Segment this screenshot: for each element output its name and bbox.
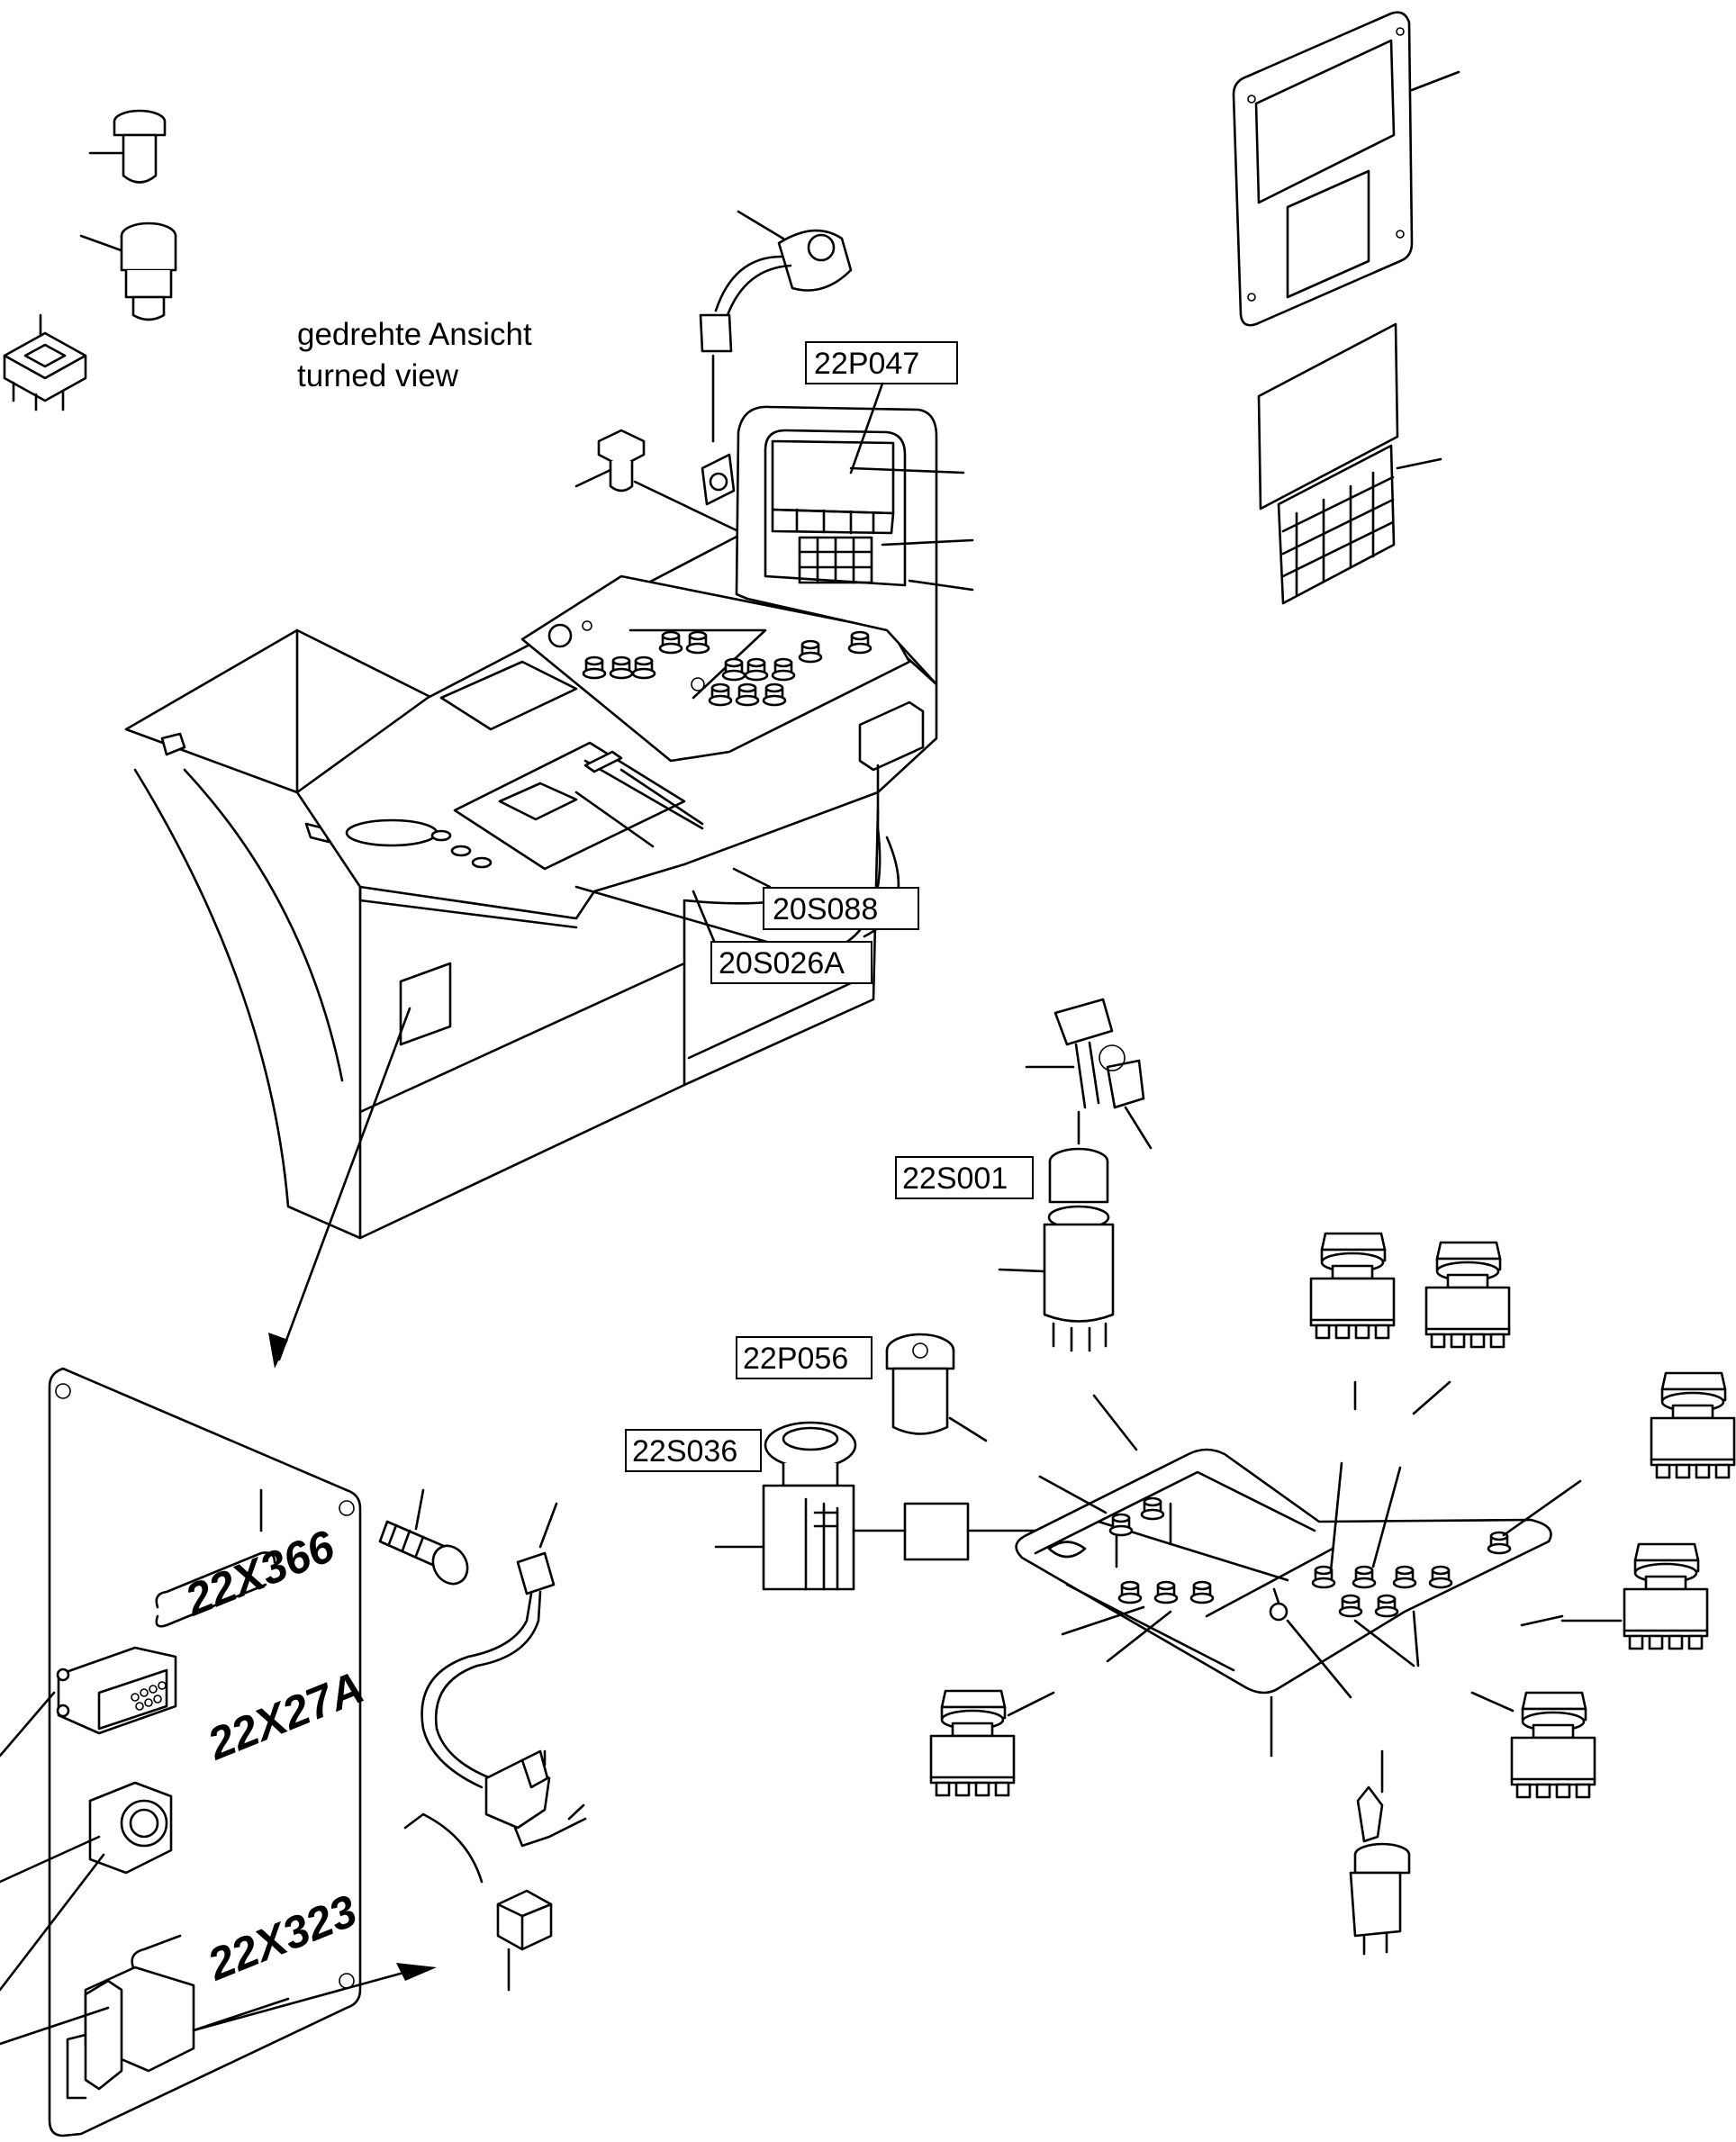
switch-plate-leader-lines	[1007, 1380, 1623, 1794]
cigarette-lighter-part	[79, 221, 177, 321]
connector-plate	[0, 1367, 362, 2137]
wiring-harness	[192, 1502, 587, 2032]
pushbutton-cap-part	[574, 429, 740, 533]
tag-22P047: 22P047	[805, 341, 958, 474]
indicator-lamp-22P056	[885, 1333, 988, 1442]
lamp-socket-part	[88, 109, 167, 184]
display-cover-frame	[1232, 11, 1460, 327]
svg-text:22P056: 22P056	[743, 1342, 848, 1376]
tag-20S026A: 20S026A	[710, 941, 873, 984]
note-line-2: turned view	[297, 358, 459, 393]
switch-plate	[1015, 1448, 1552, 1695]
tag-22S036: 22S036	[625, 1429, 762, 1472]
rotary-switch-3	[1650, 1371, 1736, 1479]
svg-text:20S026A: 20S026A	[719, 946, 845, 981]
screw-part	[378, 1488, 469, 1586]
rotary-switch-1	[1309, 1232, 1396, 1340]
tag-22P056: 22P056	[736, 1336, 873, 1379]
square-pushbutton-part	[3, 313, 87, 411]
tag-22S001: 22S001	[895, 1156, 1034, 1199]
rotary-switch-2	[1424, 1241, 1511, 1349]
ignition-switch-22S001	[998, 1110, 1115, 1352]
ignition-keys	[1025, 998, 1153, 1150]
svg-text:20S088: 20S088	[773, 892, 878, 926]
rotary-switch-6	[1510, 1691, 1596, 1799]
svg-text:22S001: 22S001	[902, 1161, 1008, 1196]
svg-text:22S036: 22S036	[632, 1434, 737, 1469]
note-line-1: gedrehte Ansicht	[297, 317, 532, 352]
rotary-switch-5	[929, 1689, 1016, 1797]
rotary-switch-4	[1623, 1542, 1709, 1650]
operator-console	[124, 405, 938, 1240]
sensor-with-cable	[699, 210, 853, 506]
console-leader-lines	[268, 466, 974, 1369]
svg-text:22P047: 22P047	[814, 347, 919, 381]
tag-20S088: 20S088	[763, 887, 919, 930]
emergency-stop-22S036	[714, 1421, 1055, 1591]
keypad-membrane	[1257, 322, 1442, 605]
toggle-switch	[1349, 1785, 1411, 1956]
